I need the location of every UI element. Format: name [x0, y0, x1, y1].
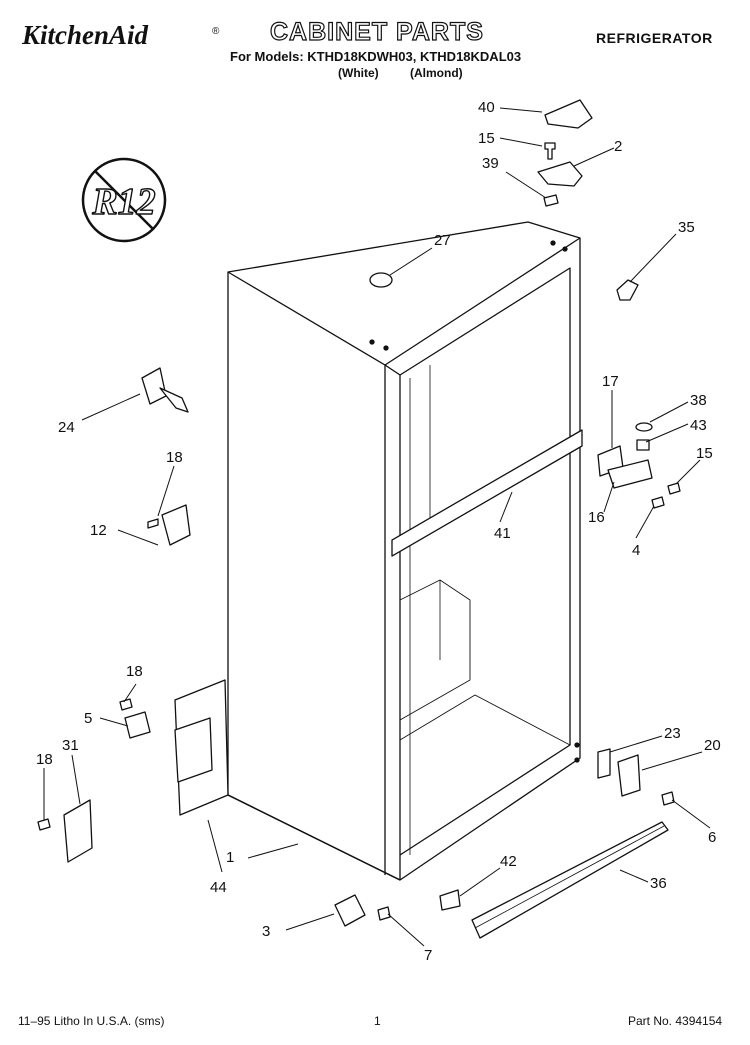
leader-lines [43, 107, 711, 947]
part-38-shape [635, 422, 653, 432]
callout-17: 17 [602, 373, 619, 390]
callout-39: 39 [482, 155, 499, 172]
callout-42: 42 [500, 853, 517, 870]
callout-numbers: 40 15 2 39 27 35 24 18 12 17 38 43 15 16… [36, 99, 721, 964]
appliance-type: REFRIGERATOR [596, 30, 713, 46]
callout-24: 24 [58, 419, 75, 436]
page-title: CABINET PARTS [269, 17, 484, 46]
callout-23: 23 [664, 725, 681, 742]
callout-7: 7 [424, 947, 432, 964]
part-27-shape [369, 272, 393, 288]
callout-16: 16 [588, 509, 605, 526]
footer-part-number: Part No. 4394154 [628, 1014, 723, 1028]
part-39-shape [543, 194, 559, 207]
callout-18-lower: 18 [36, 751, 53, 768]
brand-logo: KitchenAid [22, 20, 149, 50]
part-15-top-screw [544, 142, 556, 160]
part-2-shape [537, 161, 583, 187]
callout-27: 27 [434, 232, 451, 249]
variant-white: (White) [338, 66, 379, 80]
callout-15-top: 15 [478, 130, 495, 147]
part-20-shape [617, 754, 641, 797]
callout-18-upper: 18 [166, 449, 183, 466]
callout-6: 6 [708, 829, 716, 846]
part-35-shape [616, 279, 639, 301]
callout-3: 3 [262, 923, 270, 940]
part-43-shape [636, 439, 650, 451]
callout-35: 35 [678, 219, 695, 236]
footer-litho: 11–95 Litho In U.S.A. (sms) [18, 1014, 165, 1028]
callout-5: 5 [84, 710, 92, 727]
callout-44: 44 [210, 879, 227, 896]
callout-20: 20 [704, 737, 721, 754]
callout-41: 41 [494, 525, 511, 542]
callout-4: 4 [632, 542, 640, 559]
part-36-shape [471, 821, 669, 939]
callout-18-middle: 18 [126, 663, 143, 680]
callout-12: 12 [90, 522, 107, 539]
parts [37, 99, 681, 939]
registered-mark: ® [212, 26, 220, 37]
callout-1: 1 [226, 849, 234, 866]
part-40-shape [544, 99, 593, 129]
r12-badge: R12 [81, 157, 167, 243]
variant-labels: (White) (Almond) [338, 66, 491, 80]
callout-31: 31 [62, 737, 79, 754]
variant-almond: (Almond) [410, 66, 463, 80]
part-42-shape [439, 889, 461, 911]
models-line: For Models: KTHD18KDWH03, KTHD18KDAL03 [230, 49, 522, 64]
callout-38: 38 [690, 392, 707, 409]
part-24-shape [141, 367, 167, 405]
part-5-shape [124, 711, 151, 739]
r12-badge-text: R12 [91, 181, 155, 223]
callout-40: 40 [478, 99, 495, 116]
part-31-shape [63, 799, 93, 863]
callout-36: 36 [650, 875, 667, 892]
part-16-shape [607, 459, 653, 489]
footer-page-number: 1 [374, 1014, 381, 1028]
callout-15-center: 15 [696, 445, 713, 462]
callout-43: 43 [690, 417, 707, 434]
part-3-shape [334, 894, 366, 927]
part-12-shape [161, 504, 191, 546]
cabinet-body [227, 221, 583, 881]
part-23-shape [597, 748, 611, 779]
callout-2: 2 [614, 138, 622, 155]
